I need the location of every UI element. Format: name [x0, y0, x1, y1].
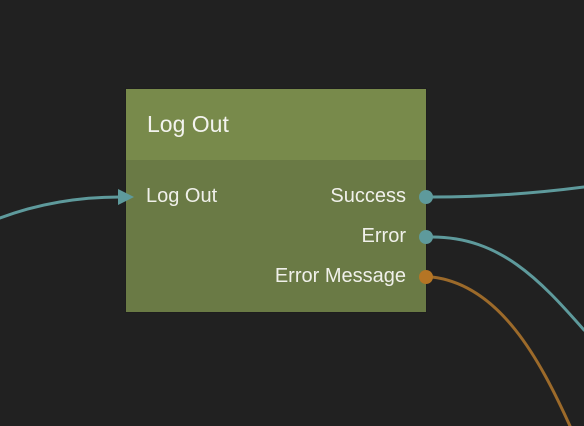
node-header[interactable]: Log Out	[126, 89, 426, 160]
output-port-label-error: Error	[361, 225, 406, 247]
wire-log-out-input[interactable]	[0, 195, 122, 220]
input-port-label-log-out: Log Out	[146, 185, 218, 207]
output-port-error-dot[interactable]	[419, 230, 433, 244]
wire-error-message-output[interactable]	[430, 275, 572, 426]
node-title: Log Out	[147, 111, 229, 137]
input-port-arrow-icon[interactable]	[118, 189, 134, 205]
output-port-label-error-message: Error Message	[274, 265, 406, 287]
output-port-error-message-dot[interactable]	[419, 270, 433, 284]
wire-success-output[interactable]	[430, 185, 584, 199]
wire-error-output[interactable]	[430, 235, 584, 332]
log-out-node[interactable]: Log Out Log Out Success Error Error Mess…	[126, 89, 426, 312]
output-port-label-success: Success	[330, 185, 406, 207]
output-port-success-dot[interactable]	[419, 190, 433, 204]
